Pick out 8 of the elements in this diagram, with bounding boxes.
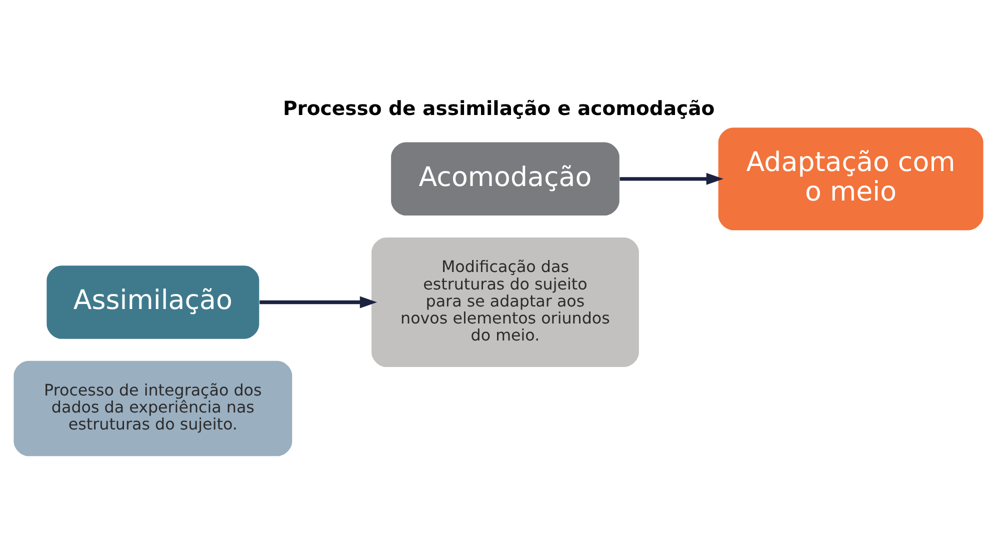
node-box: Acomodação [391, 142, 620, 216]
node-box: Assimilação [46, 265, 260, 338]
arrow [620, 172, 724, 184]
node-box: Adaptação com o meio [718, 127, 984, 230]
node-box: Modificação das estruturas do sujeito para se adaptar aos novos elementos oriundos do meio. [372, 237, 639, 366]
diagram-title: Processo de assimilação e acomodação [282, 96, 715, 120]
node-box: Processo de integração dos dados da experiência nas estruturas do sujeito. [14, 360, 292, 456]
arrow [260, 296, 378, 308]
